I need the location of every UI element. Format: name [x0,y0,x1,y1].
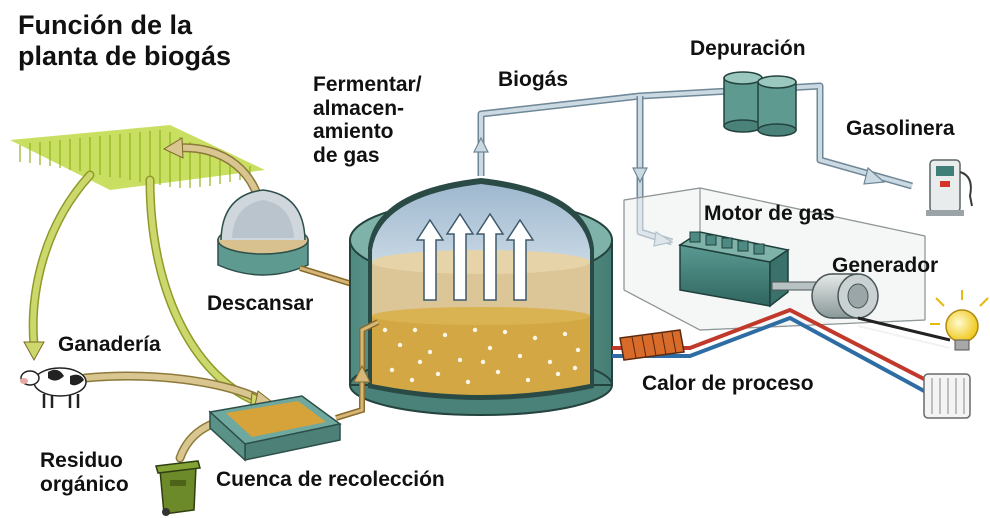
label-cuenca-de-recoleccion: Cuenca de recolección [216,468,445,491]
label-fermentar: Fermentar/ almacen- amiento de gas [313,73,422,167]
label-biogas: Biogás [498,68,569,91]
gas-pump-icon [926,159,973,216]
fermenter-tank [349,178,613,416]
radiator-icon [923,373,971,419]
label-ganaderia: Ganadería [58,333,161,356]
gas-engine [678,231,817,308]
crop-field [10,125,265,190]
collection-basin [208,395,342,462]
power-cable [857,316,951,342]
organic-waste-bin-icon [155,460,201,516]
label-depuracion: Depuración [690,37,806,60]
light-bulb-icon [930,290,989,351]
cow-icon [20,367,87,408]
label-generador: Generador [832,254,939,277]
label-descansar: Descansar [207,292,314,315]
generator [811,273,879,319]
digestate-storage-tank [217,189,309,276]
label-motor-de-gas: Motor de gas [704,202,835,225]
diagram-title: Función de la planta de biogás [18,10,232,72]
label-residuo-organico: Residuo orgánico [40,449,129,496]
label-calor-de-proceso: Calor de proceso [642,372,814,395]
gas-purification-units [723,71,797,137]
heat-exchanger [619,329,685,361]
label-gasolinera: Gasolinera [846,117,955,140]
